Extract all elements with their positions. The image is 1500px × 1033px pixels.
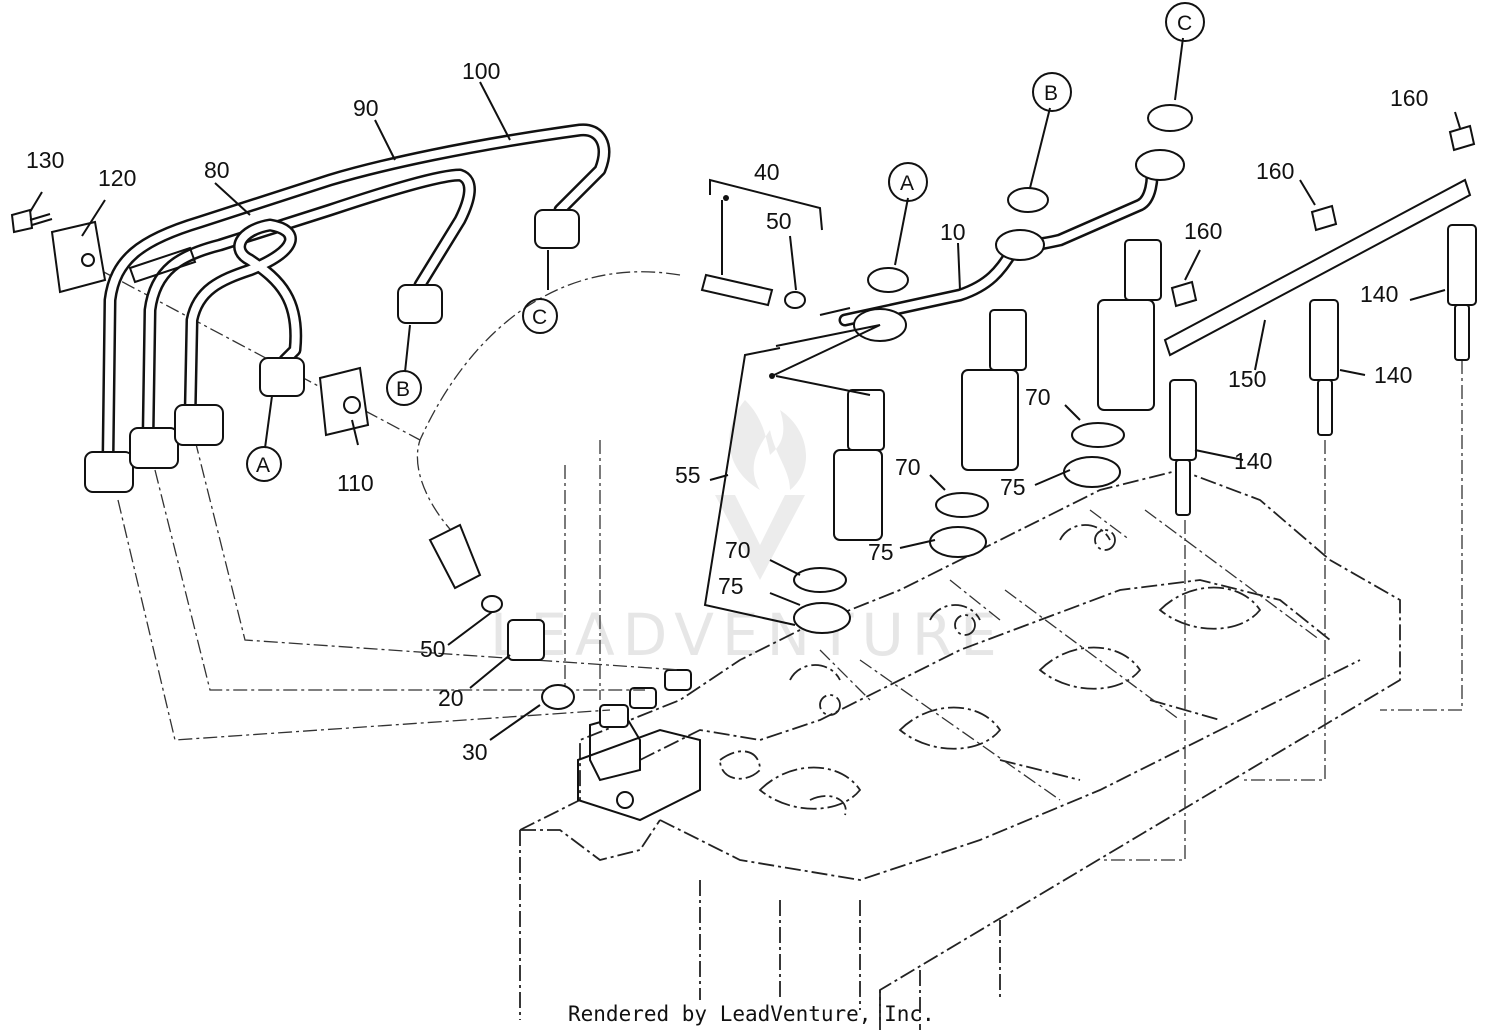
callout-70-middle: 70 — [895, 454, 921, 480]
return-hose — [428, 273, 774, 590]
callout-75-left: 75 — [718, 573, 744, 599]
callout-120: 120 — [98, 165, 136, 191]
callout-140-middle: 140 — [1374, 362, 1412, 388]
callout-50-bottom: 50 — [420, 636, 446, 662]
ref-letter-c2: C — [1177, 12, 1192, 35]
callout-75-right: 75 — [1000, 474, 1026, 500]
callout-160-right: 160 — [1390, 85, 1428, 111]
injection-pump — [577, 669, 701, 822]
watermark: LEADVENTURE — [490, 400, 1005, 669]
ref-letter-b2: B — [1044, 82, 1058, 105]
footer-credit: Rendered by LeadVenture, Inc. — [568, 1002, 935, 1026]
callout-130: 130 — [26, 147, 64, 173]
callout-110: 110 — [337, 470, 374, 496]
ref-circle-a2 — [888, 162, 928, 202]
fittings — [481, 291, 806, 710]
callout-55: 55 — [675, 462, 701, 488]
ref-circle-c1 — [522, 298, 558, 334]
callout-40: 40 — [754, 159, 780, 185]
cylinder-head — [519, 469, 1401, 1030]
ref-circle-b2 — [1032, 72, 1072, 112]
callout-100: 100 — [462, 58, 500, 84]
callout-70-left: 70 — [725, 537, 751, 563]
callout-70-right: 70 — [1025, 384, 1051, 410]
callout-80: 80 — [204, 157, 230, 183]
callout-50-top: 50 — [766, 208, 792, 234]
callout-30: 30 — [462, 739, 488, 765]
callout-numbers: 130 120 80 90 100 110 40 50 10 160 160 1… — [26, 58, 1428, 765]
callout-160-left: 160 — [1184, 218, 1222, 244]
callout-150: 150 — [1228, 366, 1266, 392]
ref-letter-b1: B — [396, 378, 410, 401]
reference-circles: C B A A B C — [246, 2, 1205, 482]
ref-letter-a1: A — [256, 454, 270, 477]
callout-140-left: 140 — [1234, 448, 1272, 474]
callout-90: 90 — [353, 95, 379, 121]
watermark-text: LEADVENTURE — [490, 601, 1005, 669]
callout-20: 20 — [438, 685, 464, 711]
leak-off-pipe — [819, 104, 1193, 342]
ref-circle-c2 — [1165, 2, 1205, 42]
callout-75-middle: 75 — [868, 539, 894, 565]
ref-circle-b1 — [386, 370, 422, 406]
hose-dot — [723, 195, 729, 201]
injection-pipes — [84, 123, 611, 493]
callout-10: 10 — [940, 219, 966, 245]
callout-160-middle: 160 — [1256, 158, 1294, 184]
callout-leaders — [29, 37, 1461, 741]
glow-plugs — [1163, 124, 1477, 516]
clamps — [10, 208, 370, 437]
ref-letter-c1: C — [532, 306, 547, 329]
ref-letter-a2: A — [900, 172, 914, 195]
callout-140-right: 140 — [1360, 281, 1398, 307]
injector-dot — [769, 373, 775, 379]
injectors — [793, 239, 1162, 634]
ref-circle-a1 — [246, 446, 282, 482]
